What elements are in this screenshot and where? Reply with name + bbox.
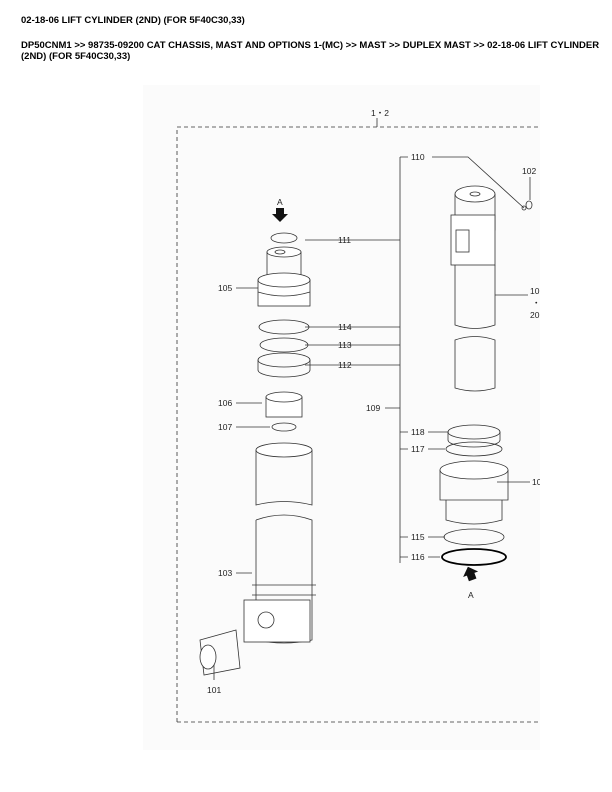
group-label: 1・2 [371, 108, 389, 118]
callout-105: 105 [218, 283, 232, 293]
callout-117: 117 [411, 444, 425, 454]
view-mark: A [468, 590, 474, 600]
callout-107: 107 [218, 422, 232, 432]
view-a-arrow-icon [463, 566, 479, 582]
parts-diagram: 1・2 A A 110 102 111 105 10 ・ 20 114 113 … [143, 85, 542, 750]
exploded-view-drawing: 1・2 A A 110 102 111 105 10 ・ 20 114 113 … [176, 108, 542, 723]
callout-109: 109 [366, 403, 380, 413]
callout-114: 114 [338, 322, 352, 332]
callout-dot: ・ [532, 298, 540, 308]
breadcrumb: DP50CNM1 >> 98735-09200 CAT CHASSIS, MAS… [21, 40, 600, 62]
view-a-arrow-icon [272, 208, 288, 222]
callout-111: 111 [338, 235, 351, 245]
callout-116: 116 [411, 552, 425, 562]
callout-102: 102 [522, 166, 536, 176]
callout-118: 118 [411, 427, 425, 437]
callout-110: 110 [411, 152, 425, 162]
group-border [176, 126, 540, 722]
callout-10: 10 [530, 286, 540, 296]
callout-10: 10 [532, 477, 540, 487]
page-title: 02-18-06 LIFT CYLINDER (2ND) (FOR 5F40C3… [21, 15, 245, 26]
callout-103: 103 [218, 568, 232, 578]
leader-lines [305, 156, 408, 563]
callout-115: 115 [411, 532, 425, 542]
callout-113: 113 [338, 340, 352, 350]
callout-112: 112 [338, 360, 352, 370]
callout-106: 106 [218, 398, 232, 408]
callout-20: 20 [530, 310, 540, 320]
callout-labels: 1・2 A A 110 102 111 105 10 ・ 20 114 113 … [207, 108, 542, 695]
callout-101: 101 [207, 685, 221, 695]
view-mark: A [277, 197, 283, 207]
